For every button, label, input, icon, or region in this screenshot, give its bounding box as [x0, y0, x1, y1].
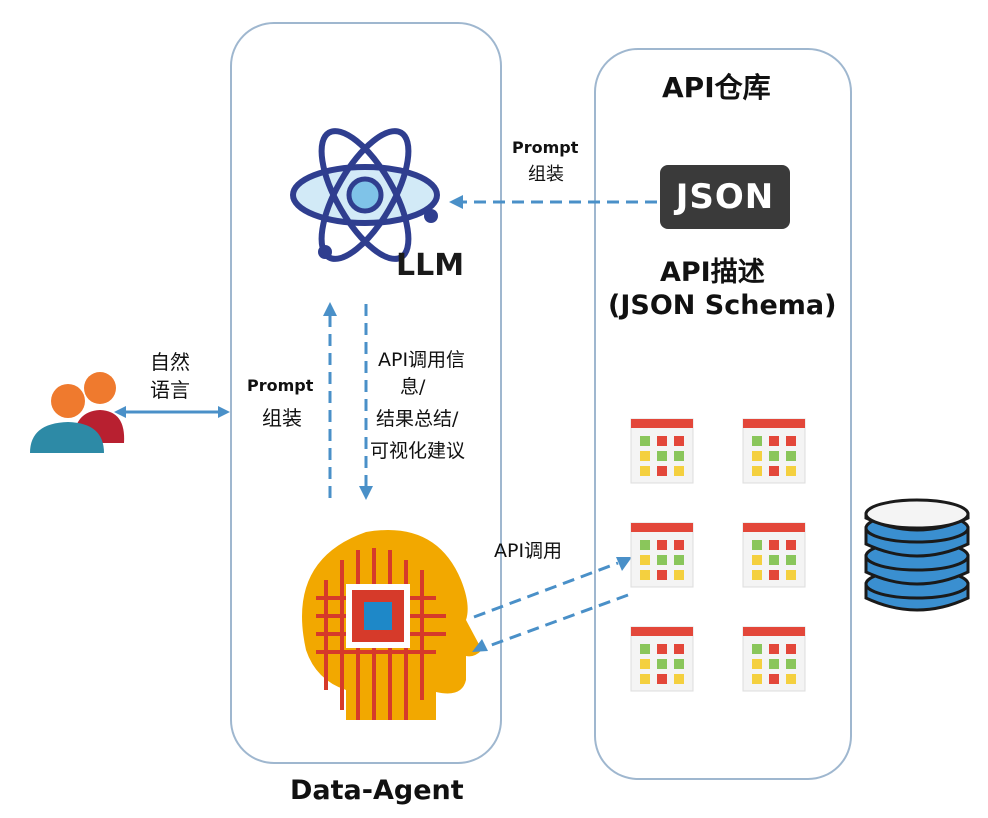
data-agent-label: Data-Agent [290, 775, 464, 806]
api-info-line2: 息/ [400, 376, 426, 398]
api-info-line4: 可视化建议 [370, 440, 466, 462]
api-repo-panel [594, 48, 852, 780]
api-window-icon [742, 522, 806, 588]
prompt-mid-line1: Prompt [247, 376, 314, 395]
prompt-top-line2: 组装 [528, 164, 564, 185]
prompt-up-arrow [323, 302, 337, 498]
api-grid [630, 418, 810, 698]
json-badge: JSON [660, 165, 790, 229]
ai-head-icon [302, 530, 482, 720]
api-window-icon [630, 522, 694, 588]
database-icon [864, 498, 970, 612]
response-down-arrow [359, 304, 373, 500]
prompt-top-line1: Prompt [512, 138, 579, 157]
api-window-icon [630, 418, 694, 484]
api-info-line1: API调用信 [378, 349, 466, 371]
data-agent-panel [230, 22, 502, 764]
api-repo-title: API仓库 [662, 71, 771, 104]
prompt-mid-line2: 组装 [262, 406, 302, 430]
prompt-arrow [449, 195, 657, 209]
llm-label: LLM [396, 248, 465, 283]
api-info-line3: 结果总结/ [376, 408, 459, 430]
users-icon [30, 372, 125, 453]
api-window-icon [742, 626, 806, 692]
api-call-label: API调用 [494, 540, 563, 562]
api-desc-line2: (JSON Schema) [608, 290, 837, 321]
natural-language-line1: 自然 [150, 350, 190, 374]
natural-language-arrow [114, 406, 230, 418]
api-call-arrows [472, 557, 632, 652]
natural-language-line2: 语言 [150, 378, 190, 402]
api-desc-line1: API描述 [660, 257, 765, 288]
api-window-icon [630, 626, 694, 692]
api-window-icon [742, 418, 806, 484]
atom-icon [290, 128, 440, 262]
